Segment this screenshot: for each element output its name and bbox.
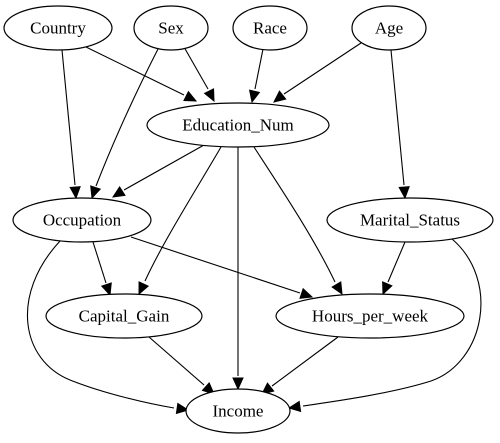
nodes-layer: Country Sex Race AgeEducation_NumOccupation… bbox=[3, 5, 494, 434]
node-ellipse bbox=[45, 293, 203, 339]
edge-marital-status-to-income bbox=[287, 238, 482, 413]
node-label: Capital_Gain bbox=[79, 307, 170, 326]
node-ellipse bbox=[351, 5, 427, 51]
arrowhead-icon bbox=[331, 281, 343, 296]
node-race: Race bbox=[232, 5, 308, 51]
node-ellipse bbox=[275, 293, 465, 339]
edge-age-to-marital-status bbox=[390, 49, 410, 200]
node-occupation: Occupation bbox=[12, 197, 152, 243]
node-ellipse bbox=[12, 197, 152, 243]
edge-line bbox=[130, 236, 301, 294]
node-sex: Sex bbox=[133, 5, 209, 51]
node-label: Race bbox=[253, 19, 287, 38]
edge-line bbox=[92, 241, 107, 284]
arrowhead-icon bbox=[232, 377, 244, 391]
node-education-num: Education_Num bbox=[146, 102, 330, 148]
arrowhead-icon bbox=[287, 400, 302, 413]
node-label: Sex bbox=[158, 19, 184, 38]
edges-layer bbox=[26, 42, 482, 415]
arrowhead-icon bbox=[273, 90, 287, 103]
edge-line bbox=[148, 336, 205, 386]
arrowhead-icon bbox=[248, 89, 261, 104]
node-label: Income bbox=[213, 402, 264, 421]
edge-line bbox=[183, 46, 209, 90]
node-ellipse bbox=[232, 5, 308, 51]
edge-occupation-to-income bbox=[26, 240, 190, 415]
edge-line bbox=[387, 241, 406, 283]
edge-sex-to-education-num bbox=[183, 46, 215, 103]
edge-country-to-occupation bbox=[61, 49, 81, 200]
arrowhead-icon bbox=[100, 282, 112, 297]
edge-education-num-to-hours-per-week bbox=[253, 146, 343, 296]
arrowhead-icon bbox=[299, 287, 314, 299]
node-capital-gain: Capital_Gain bbox=[45, 293, 203, 339]
edge-line bbox=[253, 146, 336, 283]
arrowhead-icon bbox=[183, 90, 198, 102]
node-label: Country bbox=[30, 19, 86, 38]
edge-age-to-education-num bbox=[273, 42, 362, 103]
edge-line bbox=[95, 48, 159, 187]
node-ellipse bbox=[326, 197, 494, 243]
node-label: Hours_per_week bbox=[312, 307, 429, 326]
edge-marital-status-to-hours-per-week bbox=[382, 241, 406, 296]
node-label: Occupation bbox=[43, 211, 122, 230]
edge-line bbox=[26, 240, 175, 409]
node-hours-per-week: Hours_per_week bbox=[275, 293, 465, 339]
edge-line bbox=[271, 336, 339, 387]
node-ellipse bbox=[133, 5, 209, 51]
edge-line bbox=[144, 146, 222, 282]
edge-race-to-education-num bbox=[248, 48, 264, 104]
arrowhead-icon bbox=[90, 185, 102, 200]
edge-line bbox=[302, 238, 482, 407]
edge-education-num-to-capital-gain bbox=[138, 146, 222, 296]
edge-occupation-to-hours-per-week bbox=[130, 236, 314, 299]
edge-line bbox=[283, 42, 362, 95]
edge-capital-gain-to-income bbox=[148, 336, 215, 395]
arrowhead-icon bbox=[201, 382, 215, 395]
node-label: Education_Num bbox=[182, 116, 293, 135]
node-ellipse bbox=[185, 388, 291, 434]
edge-line bbox=[123, 144, 205, 191]
node-age: Age bbox=[351, 5, 427, 51]
edge-education-num-to-income bbox=[232, 147, 244, 391]
arrowhead-icon bbox=[111, 185, 126, 198]
edge-line bbox=[61, 49, 76, 186]
node-country: Country bbox=[3, 5, 113, 51]
arrowhead-icon bbox=[382, 281, 393, 296]
edge-line bbox=[85, 46, 185, 96]
node-label: Age bbox=[375, 19, 403, 38]
arrowhead-icon bbox=[398, 186, 410, 200]
edge-occupation-to-capital-gain bbox=[92, 241, 112, 297]
node-ellipse bbox=[3, 5, 113, 51]
edge-line bbox=[390, 49, 405, 186]
node-ellipse bbox=[146, 102, 330, 148]
edge-country-to-education-num bbox=[85, 46, 198, 102]
edge-education-num-to-occupation bbox=[111, 144, 205, 198]
arrowhead-icon bbox=[175, 402, 190, 415]
edge-hours-per-week-to-income bbox=[261, 336, 339, 395]
edge-line bbox=[254, 48, 264, 90]
arrowhead-icon bbox=[69, 186, 81, 200]
arrowhead-icon bbox=[138, 281, 150, 296]
edge-sex-to-occupation bbox=[90, 48, 159, 200]
node-income: Income bbox=[185, 388, 291, 434]
node-label: Marital_Status bbox=[360, 211, 460, 230]
arrowhead-icon bbox=[203, 88, 215, 103]
node-marital-status: Marital_Status bbox=[326, 197, 494, 243]
